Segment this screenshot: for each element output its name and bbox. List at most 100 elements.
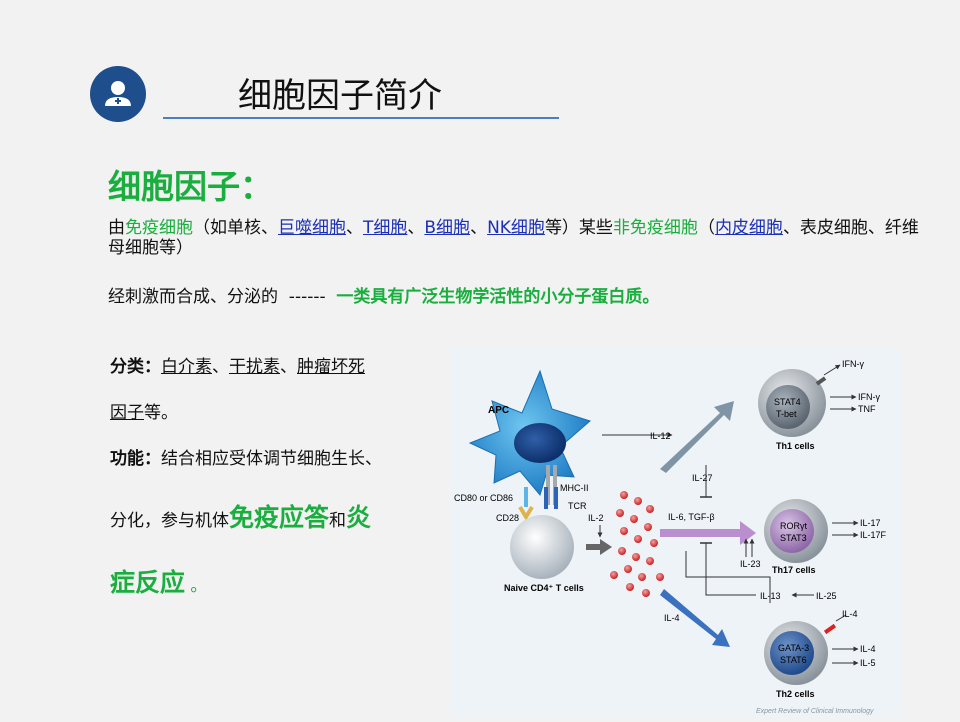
cd28-receptor [518,505,534,521]
th2-input-arrow [835,614,847,622]
stat4-label: STAT4 [774,397,801,407]
separator: 、 [280,357,297,377]
mhc-receptor [553,465,557,505]
arrow-to-th17 [660,521,756,545]
figure-svg: APC CD80 or CD86 MHC-II TCR CD28 Naive C… [454,359,887,715]
separator: 、 [407,218,425,238]
tnf-link[interactable]: 肿瘤坏死 [297,357,365,377]
il6-tgf-label: IL-6, TGF-β [668,512,715,522]
cd80-label: CD80 or CD86 [454,493,513,503]
b-cell-link[interactable]: B细胞 [424,218,471,238]
function-text: 结合相应受体调节细胞生长、 [161,449,382,469]
separator: 、 [470,218,488,238]
th1-receptor [815,376,827,386]
immune-cells-term: 免疫细胞 [125,218,193,238]
apc-label: APC [488,405,509,416]
rorgt-label: RORγt [780,521,807,531]
separator: 、 [212,357,229,377]
inflammation-term: 炎 [346,503,372,532]
th2-label: Th2 cells [776,689,815,699]
il5-output-label: IL-5 [860,658,876,668]
title-underline [163,117,559,119]
separator: 、 [346,218,363,238]
section-heading: 细胞因子： [108,167,273,206]
gata3-label: GATA-3 [778,643,809,653]
function-text: 和 [329,511,347,531]
macrophage-link[interactable]: 巨噬细胞 [278,218,346,238]
apc-nucleus [514,423,566,463]
arrow-to-th1 [660,401,734,473]
il4-input-label: IL-4 [842,609,858,619]
immune-response-term: 免疫应答 [229,503,330,532]
th-differentiation-figure: APC CD80 or CD86 MHC-II TCR CD28 Naive C… [450,347,902,718]
tbet-label: T-bet [776,409,797,419]
il25-label: IL-25 [816,591,837,601]
intro-text: 由 [108,218,125,238]
il12-label: IL-12 [650,431,671,441]
mhc-receptor [546,465,550,505]
intro-text: （ [697,218,715,238]
naive-cell-label: Naive CD4⁺ T cells [504,583,584,593]
cd80-receptor [524,487,528,507]
tnf-output-label: TNF [858,404,876,414]
th1-output-arrow [823,364,841,376]
intro-text: 、表皮细胞、纤维母细胞等） [108,218,919,258]
th2-feedback-line [685,551,771,603]
th2-nucleus [770,631,814,675]
classification-line2: 因子等。 [110,398,430,423]
stat6-label: STAT6 [780,655,807,665]
tnf-link[interactable]: 因子 [110,403,144,423]
th2-receptor [823,623,837,635]
stat3-label: STAT3 [780,533,807,543]
definition-text: 一类具有广泛生物学活性的小分子蛋白质。 [336,287,660,307]
il27-label: IL-27 [692,473,713,483]
th1-nucleus [766,385,810,429]
mhc-label: MHC-II [560,483,589,493]
colon: ： [144,357,161,377]
tcr-receptor [554,487,558,509]
th17-label: Th17 cells [772,565,816,575]
inflammation-term: 症反应 [110,568,186,597]
colon: ： [144,449,161,469]
il17-output-label: IL-17 [860,518,881,528]
naive-t-cell [510,515,574,579]
function-line3: 症反应 。 [110,563,430,599]
il17f-output-label: IL-17F [860,530,887,540]
il4-label: IL-4 [664,613,680,623]
arrow-to-th2 [660,589,730,647]
ifng-output-label: IFN-γ [858,392,880,402]
t-cell-link[interactable]: T细胞 [363,218,408,238]
user-icon [90,66,146,122]
tcr-receptor [544,487,548,509]
intro-text: 经刺激而合成、分泌的 ------ [108,287,337,307]
intro-text: 等）某些 [544,218,613,238]
cytokine-dots [610,491,664,597]
nk-cell-link[interactable]: NK细胞 [487,218,545,238]
intro-definition-line: 经刺激而合成、分泌的 ------ 一类具有广泛生物学活性的小分子蛋白质。 [108,287,920,307]
function-text: 分化，参与机体 [110,511,229,531]
il2-arrow-head [600,539,612,555]
th1-label: Th1 cells [776,441,815,451]
th17-nucleus [770,509,814,553]
endothelial-link[interactable]: 内皮细胞 [714,218,783,238]
il13-line [705,585,756,596]
page-title: 细胞因子简介 [238,76,442,116]
function-line1: 功能：结合相应受体调节细胞生长、 [110,444,430,469]
tcr-label: TCR [568,501,587,511]
ifng-input-label: IFN-γ [842,359,864,369]
non-immune-cells-term: 非免疫细胞 [612,218,698,238]
function-label: 功能 [110,449,144,469]
intro-paragraph: 由免疫细胞（如单核、巨噬细胞、T细胞、B细胞、NK细胞等）某些非免疫细胞（内皮细… [108,218,920,258]
cd28-label: CD28 [496,513,519,523]
classification-line1: 分类：白介素、干扰素、肿瘤坏死 [110,352,430,377]
il4-output-label: IL-4 [860,644,876,654]
function-tail: 。 [190,576,208,596]
classification-suffix: 等。 [144,403,178,423]
il2-label: IL-2 [588,513,604,523]
interleukin-link[interactable]: 白介素 [161,357,212,377]
il23-label: IL-23 [740,559,761,569]
interferon-link[interactable]: 干扰素 [229,357,280,377]
classification-label: 分类 [110,357,144,377]
figure-credit: Expert Review of Clinical Immunology [756,708,874,715]
function-line2: 分化，参与机体免疫应答和炎 [110,498,430,534]
